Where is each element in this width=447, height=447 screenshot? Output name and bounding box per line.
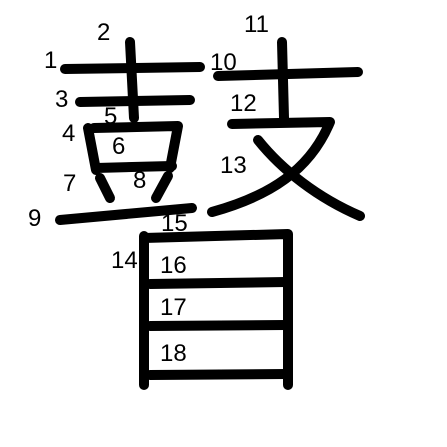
stroke-8 — [151, 171, 173, 203]
stroke-number-13: 13 — [220, 152, 247, 179]
stroke-number-10: 10 — [210, 49, 237, 76]
stroke-number-14: 14 — [111, 247, 138, 274]
stroke-number-5: 5 — [104, 103, 117, 130]
stroke-number-2: 2 — [97, 19, 110, 46]
stroke-number-4: 4 — [62, 120, 75, 147]
stroke-number-3: 3 — [55, 86, 68, 113]
stroke-6 — [91, 161, 177, 173]
stroke-10 — [213, 67, 363, 81]
stroke-number-17: 17 — [160, 294, 187, 321]
stroke-2 — [125, 37, 139, 123]
stroke-7 — [95, 173, 115, 203]
stroke-13 — [253, 135, 365, 221]
stroke-number-7: 7 — [63, 170, 76, 197]
stroke-number-1: 1 — [44, 47, 57, 74]
stroke-9 — [55, 203, 197, 225]
stroke-15 — [139, 229, 293, 390]
stroke-18 — [145, 369, 291, 380]
stroke-number-11: 11 — [244, 11, 269, 38]
stroke-5 — [89, 121, 183, 173]
stroke-17 — [145, 320, 291, 331]
stroke-4 — [83, 123, 101, 175]
stroke-number-6: 6 — [112, 133, 125, 160]
stroke-number-8: 8 — [133, 167, 146, 194]
stroke-number-9: 9 — [28, 205, 41, 232]
stroke-number-15: 15 — [161, 210, 188, 237]
stroke-number-16: 16 — [160, 252, 187, 279]
stroke-16 — [145, 277, 291, 289]
stroke-number-18: 18 — [160, 340, 187, 367]
stroke-11 — [277, 37, 289, 123]
stroke-3 — [75, 95, 195, 107]
stroke-number-12: 12 — [230, 90, 257, 117]
